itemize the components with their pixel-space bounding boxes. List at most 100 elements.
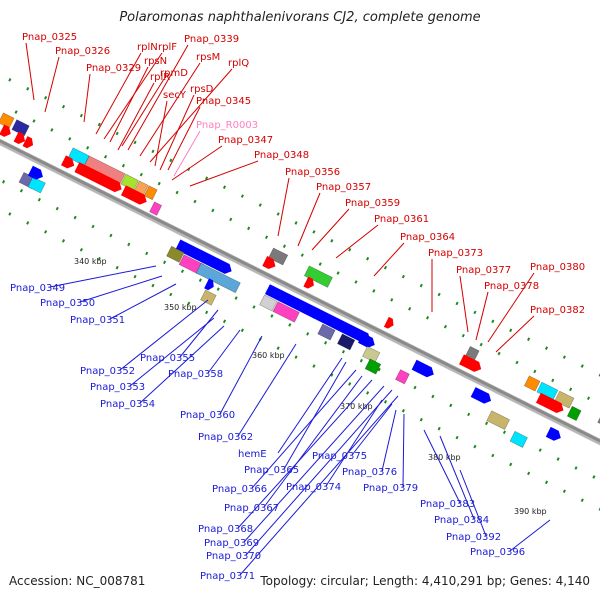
- gene-label-pnap_0376: Pnap_0376: [342, 467, 397, 478]
- leader-line-minus-7: [139, 325, 225, 404]
- gene-minus-21: [486, 410, 510, 430]
- leader-line-plus-10: [149, 68, 233, 163]
- leader-line-plus-23: [459, 275, 469, 333]
- gene-label-pnap_0339: Pnap_0339: [184, 34, 239, 45]
- leader-line-plus-1: [44, 56, 60, 113]
- leader-line-plus-0: [25, 42, 35, 101]
- kbp-label-2: 360 kbp: [252, 351, 285, 360]
- leader-line-plus-16: [189, 160, 259, 187]
- gene-label-rplr: rplR: [150, 72, 170, 83]
- kbp-label-0: 340 kbp: [74, 257, 107, 266]
- leader-line-plus-9: [139, 62, 201, 157]
- leader-line-minus-22: [423, 429, 461, 504]
- gene-label-pnap_0379: Pnap_0379: [363, 483, 418, 494]
- gene-label-pnap_0371: Pnap_0371: [200, 571, 255, 582]
- leader-line-minus-24: [459, 469, 487, 537]
- gene-label-pnap_r0003: Pnap_R0003: [196, 120, 258, 131]
- gene-label-pnap_0352: Pnap_0352: [80, 366, 135, 377]
- gene-minus-1: [27, 176, 46, 194]
- gene-plus-13: [149, 201, 163, 216]
- gene-plus-25: [566, 405, 582, 422]
- gene-minus-19: [395, 369, 410, 385]
- gene-plus-9: [143, 185, 158, 201]
- gene-plus-10: [61, 155, 75, 169]
- leader-line-plus-8: [117, 82, 155, 151]
- leader-line-plus-19: [311, 208, 350, 251]
- gene-label-pnap_0378: Pnap_0378: [484, 281, 539, 292]
- leader-line-plus-14: [173, 130, 201, 177]
- leader-line-minus-4: [179, 309, 219, 358]
- gene-label-pnap_0396: Pnap_0396: [470, 547, 525, 558]
- gene-minus-20: [470, 387, 492, 404]
- leader-line-plus-26: [495, 315, 535, 353]
- leader-line-minus-16: [245, 389, 393, 556]
- gene-label-pnap_0384: Pnap_0384: [434, 515, 489, 526]
- gene-plus-20: [459, 354, 482, 372]
- leader-line-plus-21: [373, 242, 405, 277]
- leader-line-minus-20: [381, 409, 397, 472]
- leader-line-minus-6: [207, 329, 241, 374]
- gene-label-pnap_0326: Pnap_0326: [55, 46, 110, 57]
- gene-label-pnap_0367: Pnap_0367: [224, 503, 279, 514]
- leader-line-plus-12: [159, 94, 195, 171]
- genome-summary-text: Topology: circular; Length: 4,410,291 bp…: [260, 574, 590, 588]
- gene-plus-24: [535, 392, 564, 414]
- gene-label-secy: secY: [163, 90, 187, 101]
- tick-row-lower: [0, 178, 600, 482]
- leader-line-minus-23: [439, 435, 475, 520]
- gene-plus-16: [262, 256, 276, 270]
- gene-label-pnap_0366: Pnap_0366: [212, 484, 267, 495]
- accession-text: Accession: NC_008781: [9, 574, 146, 588]
- gene-plus-11: [74, 162, 122, 193]
- gene-label-pnap_0358: Pnap_0358: [168, 369, 223, 380]
- gene-minus-13: [317, 323, 336, 341]
- leader-line-minus-15: [243, 385, 385, 543]
- gene-label-pnap_0347: Pnap_0347: [218, 135, 273, 146]
- leader-line-plus-25: [475, 291, 489, 341]
- kbp-label-1: 350 kbp: [164, 303, 197, 312]
- leader-line-minus-1: [79, 275, 163, 303]
- leader-line-plus-17: [277, 177, 290, 237]
- leader-line-minus-21: [402, 413, 405, 488]
- gene-label-pnap_0382: Pnap_0382: [530, 305, 585, 316]
- gene-plus-4: [22, 136, 34, 149]
- gene-plus-23: [554, 390, 575, 409]
- gene-label-pnap_0365: Pnap_0365: [244, 465, 299, 476]
- gene-minus-11: [272, 301, 300, 323]
- gene-minus-10: [259, 294, 278, 312]
- gene-label-rplq: rplQ: [228, 58, 249, 69]
- leader-line-minus-11: [283, 361, 347, 470]
- gene-minus-4: [166, 245, 185, 263]
- gene-label-pnap_0377: Pnap_0377: [456, 265, 511, 276]
- gene-label-pnap_0375: Pnap_0375: [312, 451, 367, 462]
- genome-backbone: [0, 139, 600, 443]
- gene-minus-14: [337, 333, 356, 351]
- gene-label-pnap_0370: Pnap_0370: [206, 551, 261, 562]
- gene-label-heme: hemE: [238, 449, 267, 460]
- leader-line-minus-10: [277, 357, 343, 454]
- gene-plus-2: [0, 124, 11, 137]
- gene-label-pnap_0359: Pnap_0359: [345, 198, 400, 209]
- kbp-label-4: 380 kbp: [428, 453, 461, 462]
- leader-line-minus-3: [119, 299, 209, 371]
- leader-line-minus-0: [49, 265, 157, 288]
- gene-label-rpsm: rpsM: [196, 52, 220, 63]
- gene-minus-22: [509, 430, 528, 448]
- leader-line-plus-3: [95, 52, 142, 135]
- gene-label-pnap_0360: Pnap_0360: [180, 410, 235, 421]
- kbp-label-3: 370 kbp: [340, 402, 373, 411]
- gene-plus-0: [0, 112, 15, 129]
- gene-minus-15: [357, 332, 375, 348]
- leader-line-minus-18: [351, 403, 393, 456]
- leader-line-plus-15: [171, 145, 223, 181]
- gene-label-pnap_0374: Pnap_0374: [286, 482, 341, 493]
- gene-plus-18: [383, 316, 394, 329]
- leader-line-minus-12: [251, 369, 357, 489]
- gene-minus-8: [200, 289, 217, 306]
- gene-minus-16: [362, 345, 381, 363]
- leader-line-plus-20: [335, 224, 379, 259]
- leader-line-minus-13: [263, 375, 363, 508]
- gene-label-rplf: rplF: [158, 42, 177, 53]
- leader-line-minus-19: [325, 399, 383, 487]
